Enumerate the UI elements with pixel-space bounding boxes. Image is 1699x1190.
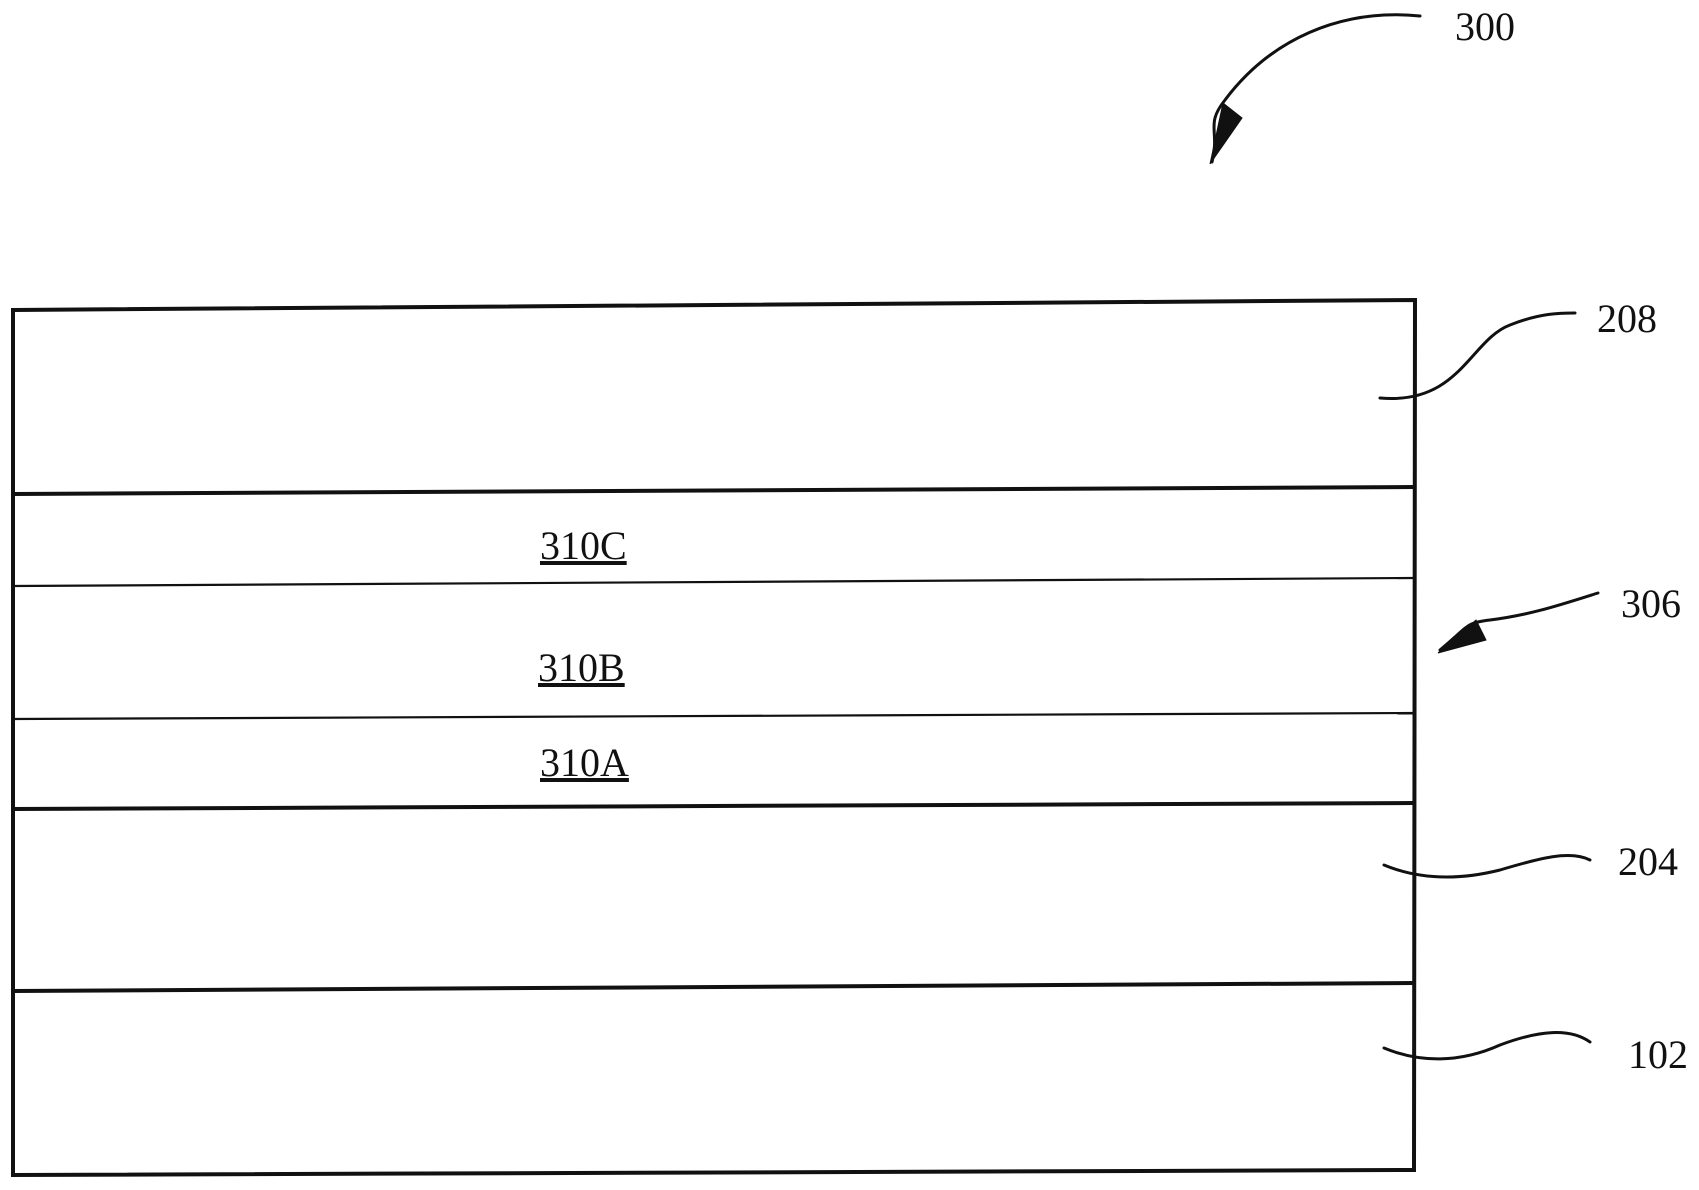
stack-306-leader: [1438, 591, 1600, 652]
stack-outline: [11, 297, 1418, 1178]
layer-208-reference-label: 208: [1597, 296, 1657, 341]
layer-label-310a: 310A: [540, 740, 629, 785]
layer-102-leader: [1382, 1031, 1592, 1061]
layer-204-callout: 204: [1382, 839, 1678, 884]
layer-102-callout: 102: [1382, 1031, 1688, 1077]
boundary-310a-204: [12, 801, 1414, 811]
layer-204-leader: [1382, 853, 1592, 879]
stack-306-callout: 306: [1437, 581, 1681, 654]
boundary-208-310c: [12, 485, 1415, 496]
device-leader-curve: [1210, 13, 1422, 164]
layer-204-reference-label: 204: [1618, 839, 1678, 884]
layer-102-reference-label: 102: [1628, 1032, 1688, 1077]
layer-208-callout: 208: [1378, 296, 1657, 400]
layer-label-310b: 310B: [538, 645, 625, 690]
boundary-204-102: [12, 981, 1414, 993]
boundary-310c-310b: [12, 576, 1414, 588]
layer-label-310c: 310C: [540, 523, 627, 568]
layer-208-leader: [1378, 311, 1577, 400]
device-arrow-head: [1209, 102, 1243, 165]
boundary-310b-310a: [12, 711, 1414, 721]
stack-306-reference-label: 306: [1621, 581, 1681, 626]
device-reference-label: 300: [1455, 4, 1515, 49]
stack-306-arrow-head: [1437, 619, 1487, 654]
device-callout: 300: [1209, 4, 1515, 165]
